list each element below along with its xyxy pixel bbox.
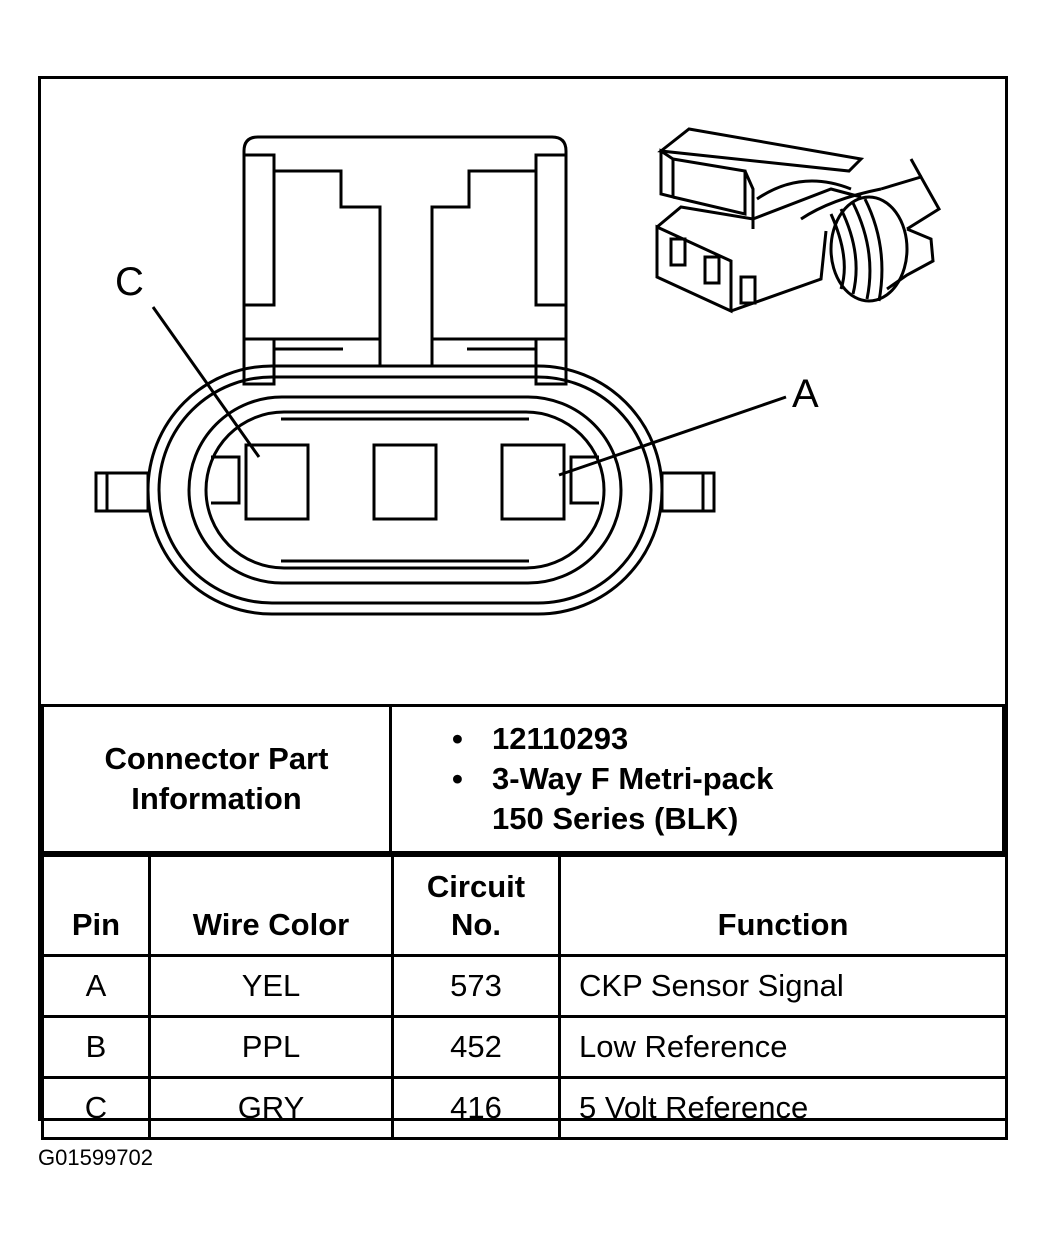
label-pin-a: A — [792, 372, 819, 416]
terminal-c — [244, 443, 310, 521]
part-number: 12110293 — [452, 719, 1002, 759]
cell-pin: C — [41, 1076, 151, 1140]
table-row: B PPL 452 Low Reference — [41, 1015, 1008, 1079]
terminal-b — [372, 443, 438, 521]
cell-function: CKP Sensor Signal — [558, 954, 1008, 1018]
label-pin-c: C — [115, 260, 144, 304]
leader-line-a — [558, 395, 787, 477]
connector-part-info-table: Connector Part Information 12110293 3-Wa… — [41, 704, 1005, 854]
pin-table: Pin Wire Color Circuit No. Function A YE… — [41, 854, 1008, 1140]
connector-shell — [94, 364, 716, 616]
cell-pin: B — [41, 1015, 151, 1079]
header-pin: Pin — [41, 854, 151, 957]
diagram-frame: C A Connector Part Information — [38, 76, 1008, 1140]
cell-function: 5 Volt Reference — [558, 1076, 1008, 1140]
connector-isometric-illustration — [655, 127, 942, 314]
header-circuit-no: Circuit No. — [391, 854, 561, 957]
cell-circuit-no: 452 — [391, 1015, 561, 1079]
connector-part-info-label: Connector Part Information — [41, 704, 392, 854]
header-function: Function — [558, 854, 1008, 957]
cell-wire-color: YEL — [148, 954, 394, 1018]
cell-pin: A — [41, 954, 151, 1018]
table-row: C GRY 416 5 Volt Reference — [41, 1076, 1008, 1140]
terminal-a — [500, 443, 566, 521]
cell-wire-color: PPL — [148, 1015, 394, 1079]
cell-function: Low Reference — [558, 1015, 1008, 1079]
leader-line-c — [151, 306, 261, 458]
cell-wire-color: GRY — [148, 1076, 394, 1140]
connector-part-info-label-text: Connector Part Information — [104, 741, 329, 816]
cell-circuit-no: 573 — [391, 954, 561, 1018]
header-circuit-no-text: Circuit No. — [426, 869, 526, 942]
table-row: A YEL 573 CKP Sensor Signal — [41, 954, 1008, 1018]
connector-part-info-values: 12110293 3-Way F Metri-pack 150 Series (… — [389, 704, 1005, 854]
connector-type: 3-Way F Metri-pack 150 Series (BLK) — [452, 759, 832, 839]
connector-diagram: C A — [94, 127, 942, 616]
cell-circuit-no: 416 — [391, 1076, 561, 1140]
header-wire-color: Wire Color — [148, 854, 394, 957]
figure-code: G01599702 — [38, 1145, 153, 1170]
connector-latch — [242, 135, 568, 386]
